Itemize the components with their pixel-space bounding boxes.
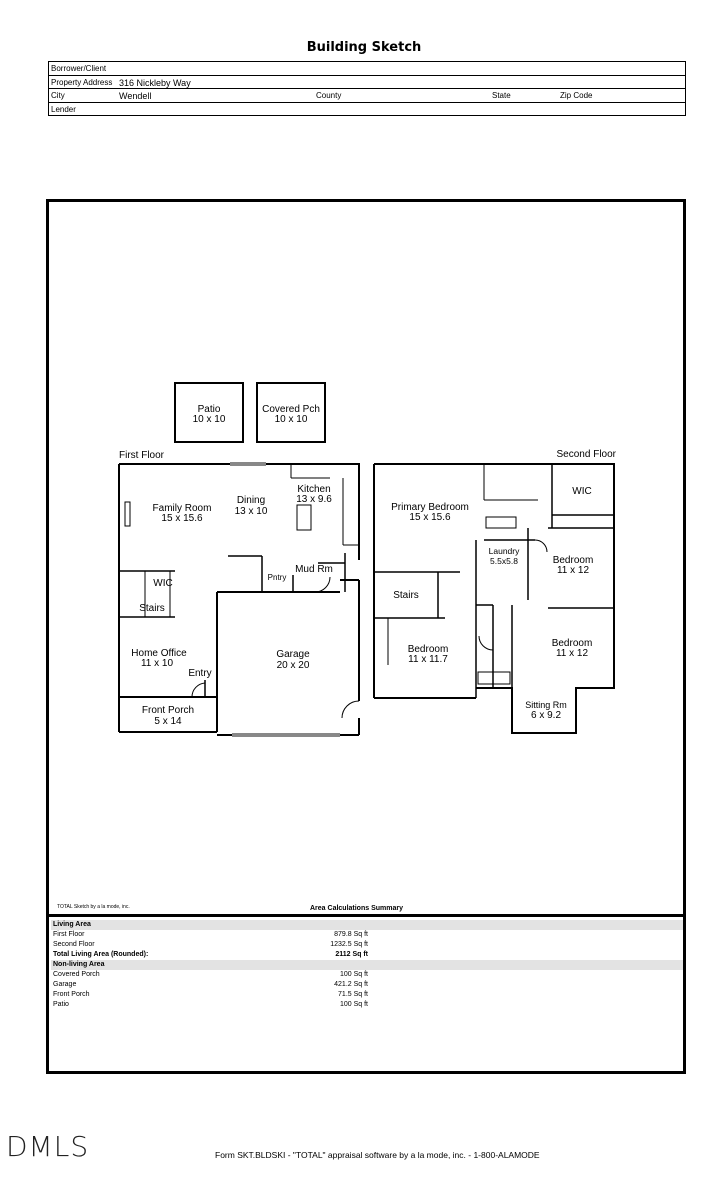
home-office-label: Home Office	[131, 648, 187, 659]
summary-title: Area Calculations Summary	[310, 905, 403, 912]
patio-outline	[174, 382, 244, 443]
bedroom-b-label: Bedroom	[408, 644, 449, 655]
row-value: 71.5 Sq ft	[338, 991, 368, 998]
primary-bedroom-size: 15 x 15.6	[409, 512, 451, 523]
sketch-frame	[46, 199, 686, 1074]
total-value: 2112 Sq ft	[335, 951, 368, 958]
bedroom-c-label: Bedroom	[552, 638, 593, 649]
row-name: Covered Porch	[53, 971, 100, 978]
row-name: First Floor	[53, 931, 85, 938]
table-row: Covered Porch 100 Sq ft	[51, 970, 683, 980]
laundry-size: 5.5x5.8	[490, 556, 518, 566]
row-value: 879.8 Sq ft	[334, 931, 368, 938]
row-value: 421.2 Sq ft	[334, 981, 368, 988]
covered-porch-outline	[256, 382, 326, 443]
family-room-label: Family Room	[153, 503, 212, 514]
bedroom-b-size: 11 x 11.7	[408, 654, 448, 665]
sitting-room-size: 6 x 9.2	[531, 710, 561, 721]
bedroom-a-label: Bedroom	[553, 555, 594, 566]
city-label: City	[51, 91, 65, 100]
mud-room-label: Mud Rm	[295, 564, 333, 575]
stairs-first-label: Stairs	[139, 603, 165, 614]
city-row: City Wendell County State Zip Code	[49, 89, 685, 103]
bedroom-a-size: 11 x 12	[557, 565, 589, 576]
address-label: Property Address	[51, 77, 113, 87]
garage-size: 20 x 20	[277, 660, 310, 671]
sketch-credit: TOTAL Sketch by a la mode, inc.	[57, 904, 130, 910]
laundry-label: Laundry	[489, 546, 520, 556]
total-name: Total Living Area (Rounded):	[53, 951, 149, 958]
living-area-header: Living Area	[51, 920, 683, 930]
county-label: County	[316, 91, 342, 100]
patio-label: Patio	[198, 404, 221, 415]
stairs-second-label: Stairs	[393, 590, 419, 601]
sitting-room-label: Sitting Rm	[525, 700, 567, 710]
table-row: Patio 100 Sq ft	[51, 1000, 683, 1010]
summary-divider	[46, 914, 686, 917]
front-porch-size: 5 x 14	[154, 716, 182, 727]
city-value: Wendell	[119, 91, 152, 101]
total-row: Total Living Area (Rounded): 2112 Sq ft	[51, 950, 683, 960]
dining-label: Dining	[237, 495, 265, 506]
row-value: 100 Sq ft	[339, 1001, 368, 1008]
row-name: Patio	[53, 1001, 69, 1008]
row-name: Garage	[53, 981, 77, 988]
covered-porch-label: Covered Pch	[262, 404, 320, 415]
borrower-row: Borrower/Client	[49, 62, 685, 76]
form-footer-text: Form SKT.BLDSKI - "TOTAL" appraisal soft…	[215, 1150, 540, 1160]
lender-label: Lender	[51, 104, 76, 114]
garage-label: Garage	[276, 649, 310, 660]
covered-porch-size: 10 x 10	[275, 414, 308, 425]
family-room-size: 15 x 15.6	[161, 513, 203, 524]
state-label: State	[492, 91, 511, 100]
area-summary-table: Living Area First Floor 879.8 Sq ft Seco…	[51, 920, 683, 1010]
table-row: Front Porch 71.5 Sq ft	[51, 990, 683, 1000]
second-floor-walls	[374, 463, 615, 734]
bedroom-c-size: 11 x 12	[556, 648, 588, 659]
front-porch-label: Front Porch	[142, 705, 194, 716]
table-row: Garage 421.2 Sq ft	[51, 980, 683, 990]
address-value: 316 Nickleby Way	[119, 77, 191, 88]
first-floor-walls	[119, 463, 360, 560]
dining-size: 13 x 10	[235, 506, 268, 517]
pantry-label: Pntry	[268, 573, 287, 582]
row-value: 100 Sq ft	[339, 971, 368, 978]
page-title: Building Sketch	[306, 40, 422, 55]
home-office-size: 11 x 10	[141, 658, 173, 669]
wic-second-label: WIC	[572, 486, 591, 497]
second-floor-label: Second Floor	[557, 449, 617, 460]
primary-bedroom-label: Primary Bedroom	[391, 502, 469, 513]
table-row: Second Floor 1232.5 Sq ft	[51, 940, 683, 950]
dmls-logo: DMLS	[6, 1130, 90, 1163]
nonliving-area-header: Non-living Area	[51, 960, 683, 970]
row-name: Second Floor	[53, 941, 95, 948]
kitchen-label: Kitchen	[297, 484, 330, 495]
kitchen-size: 13 x 9.6	[296, 494, 332, 505]
table-row: First Floor 879.8 Sq ft	[51, 930, 683, 940]
zip-label: Zip Code	[560, 91, 593, 100]
patio-size: 10 x 10	[193, 414, 226, 425]
row-value: 1232.5 Sq ft	[330, 941, 368, 948]
wic-first-label: WIC	[153, 578, 172, 589]
entry-label: Entry	[188, 668, 211, 679]
row-name: Front Porch	[53, 991, 90, 998]
borrower-label: Borrower/Client	[51, 64, 107, 73]
lender-row: Lender	[49, 103, 685, 117]
property-header-table: Borrower/Client Property Address 316 Nic…	[48, 61, 686, 116]
first-floor-label: First Floor	[119, 450, 165, 461]
address-row: Property Address 316 Nickleby Way	[49, 76, 685, 89]
